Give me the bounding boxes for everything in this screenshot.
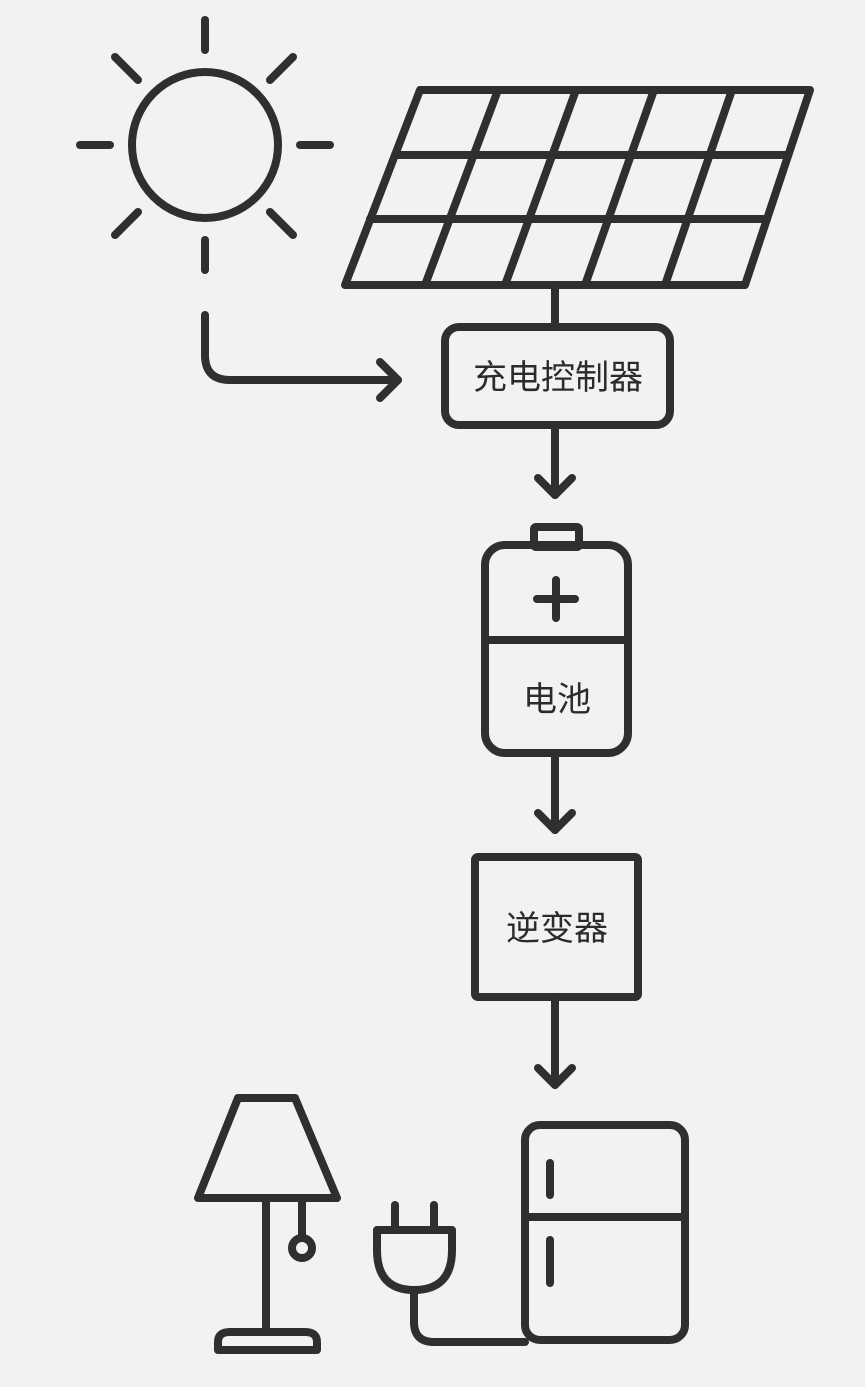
- inverter-node: 逆变器: [471, 853, 642, 1001]
- battery-icon: 电池: [481, 523, 632, 757]
- plug-icon: [373, 1201, 529, 1346]
- battery-label: 电池: [523, 680, 591, 720]
- solar-panel-icon: [341, 86, 814, 289]
- lamp-icon: [194, 1094, 341, 1354]
- controller-to-battery-arrow: [534, 421, 576, 499]
- refrigerator-icon: [521, 1121, 689, 1344]
- charge-controller-label: 充电控制器: [473, 358, 643, 398]
- charge-controller-node: 充电控制器: [441, 323, 674, 429]
- sun-icon: [76, 16, 334, 274]
- battery-to-inverter-arrow: [534, 749, 576, 834]
- inverter-label: 逆变器: [506, 909, 608, 949]
- inverter-to-appliances-arrow: [534, 993, 576, 1089]
- battery-plus-icon: [533, 576, 579, 622]
- sunlight-arrow: [201, 311, 402, 402]
